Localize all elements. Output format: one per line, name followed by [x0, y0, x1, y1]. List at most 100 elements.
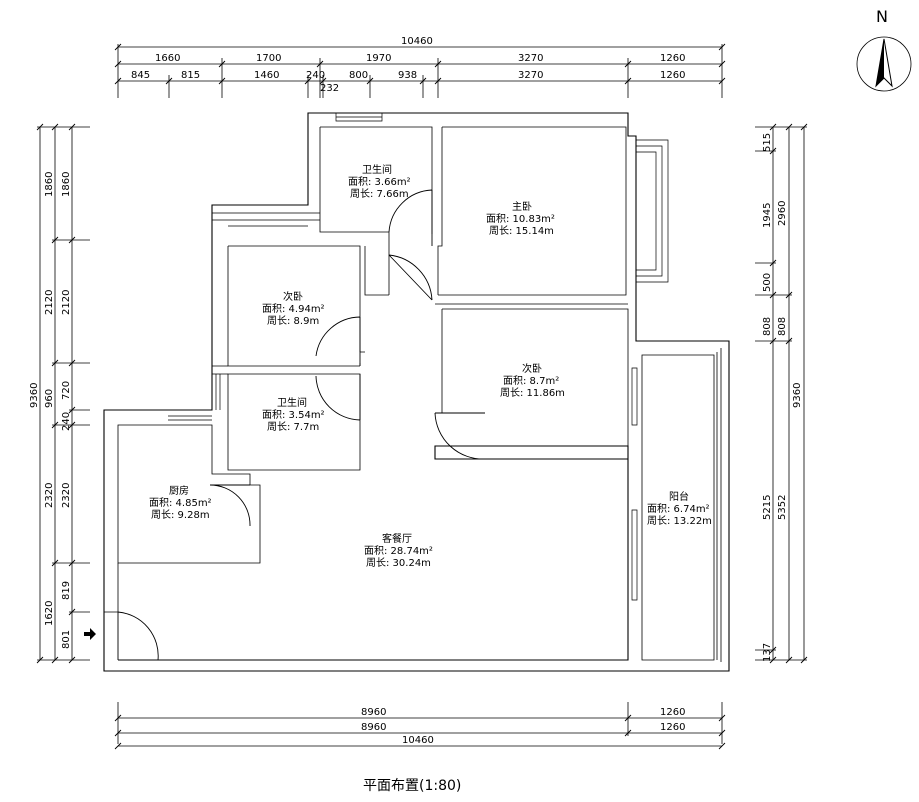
- room-perimeter: 周长: 9.28m: [151, 509, 210, 521]
- dim-left-3: 960: [44, 389, 55, 408]
- dim-top-r2-7: 3270: [518, 70, 543, 81]
- entry-arrow-icon: [84, 628, 96, 640]
- entry-wall: [104, 563, 119, 613]
- dim-top-4: 3270: [518, 53, 543, 64]
- window-bedroom-left: [212, 212, 320, 227]
- room-bedroom-right: 次卧 面积: 8.7m² 周长: 11.86m: [500, 362, 565, 399]
- kitchen-wall: [117, 424, 261, 564]
- room-name: 客餐厅: [382, 532, 412, 545]
- dim-left-total: 9360: [29, 383, 40, 408]
- dim-top-total: 10460: [401, 36, 433, 47]
- room-name: 厨房: [169, 484, 189, 497]
- room-area: 面积: 4.85m²: [149, 497, 212, 509]
- dim-bottom-total: 10460: [402, 735, 434, 746]
- door-bathroom-bottom: [315, 374, 361, 421]
- dim-right-c2-6: 137: [762, 643, 773, 662]
- door-top-bath: [388, 189, 433, 246]
- room-living-dining: 客餐厅 面积: 28.74m² 周长: 30.24m: [364, 532, 433, 569]
- dim-left-c2-3: 720: [61, 381, 72, 400]
- outer-wall: [103, 112, 730, 672]
- window-top-bath: [335, 113, 383, 122]
- dim-left-c2-1: 1860: [61, 172, 72, 197]
- dim-top-extra: 232: [320, 83, 339, 94]
- dimensions-left: 9360 1860 2120 960 2320 1620 1860 2120 7…: [29, 123, 90, 664]
- dimensions-top: 10460 1660 1700 1970 3270 1260 845 815 1…: [114, 36, 726, 98]
- room-area: 面积: 4.94m²: [262, 303, 325, 315]
- room-kitchen: 厨房 面积: 4.85m² 周长: 9.28m: [149, 484, 212, 521]
- bathroom-top-wall: [319, 126, 433, 295]
- room-perimeter: 周长: 7.7m: [267, 421, 319, 433]
- room-perimeter: 周长: 15.14m: [489, 225, 554, 237]
- dimensions-bottom: 8960 1260 8960 1260 10460: [114, 702, 726, 750]
- room-area: 面积: 10.83m²: [486, 213, 555, 225]
- dim-right-c2-4: 808: [762, 317, 773, 336]
- room-name: 次卧: [522, 362, 542, 375]
- doors: [84, 189, 486, 661]
- door-bedroom-right: [434, 412, 486, 460]
- dim-right-1: 2960: [777, 201, 788, 226]
- door-kitchen: [209, 484, 251, 527]
- dim-top-r2-5: 800: [349, 70, 368, 81]
- plan-title: 平面布置(1:80): [363, 778, 461, 794]
- balcony-rail: [716, 348, 722, 662]
- dim-right-c2-1: 515: [762, 133, 773, 152]
- room-area: 面积: 28.74m²: [364, 545, 433, 557]
- dim-left-5: 1620: [44, 601, 55, 626]
- room-perimeter: 周长: 11.86m: [500, 387, 565, 399]
- room-master-bedroom: 主卧 面积: 10.83m² 周长: 15.14m: [486, 200, 555, 237]
- dim-top-r2-8: 1260: [660, 70, 685, 81]
- dim-left-c2-5: 2320: [61, 483, 72, 508]
- walls: [103, 112, 730, 672]
- master-bedroom-wall: [437, 126, 627, 296]
- dim-left-c2-6: 819: [61, 581, 72, 600]
- balcony-wall: [641, 354, 715, 661]
- dim-top-5: 1260: [660, 53, 685, 64]
- dim-right-total: 9360: [792, 383, 803, 408]
- window-bathroom-bottom: [215, 374, 221, 410]
- room-area: 面积: 8.7m²: [503, 375, 559, 387]
- room-area: 面积: 3.66m²: [348, 176, 411, 188]
- window-living: [631, 509, 638, 601]
- dim-left-c2-4: 240: [61, 412, 72, 431]
- room-area: 面积: 6.74m²: [647, 503, 710, 515]
- room-name: 阳台: [669, 490, 689, 503]
- dim-right-3: 5352: [777, 495, 788, 520]
- window-master-bay: [636, 139, 669, 283]
- north-circle: [856, 36, 912, 92]
- dim-bottom-2: 1260: [660, 707, 685, 718]
- door-entry: [117, 611, 159, 661]
- dim-top-2: 1700: [256, 53, 281, 64]
- dim-bottom-4: 1260: [660, 722, 685, 733]
- north-label: N: [876, 7, 888, 26]
- bedroom-right-wall: [435, 303, 629, 447]
- room-name: 卫生间: [362, 163, 392, 176]
- dim-left-c2-7: 801: [61, 630, 72, 649]
- dim-left-c2-2: 2120: [61, 290, 72, 315]
- room-area: 面积: 3.54m²: [262, 409, 325, 421]
- dim-top-r2-2: 815: [181, 70, 200, 81]
- bathroom-bottom-wall: [227, 373, 361, 471]
- room-perimeter: 周长: 13.22m: [647, 515, 712, 527]
- room-perimeter: 周长: 30.24m: [366, 557, 431, 569]
- room-labels: 卫生间 面积: 3.66m² 周长: 7.66m 主卧 面积: 10.83m² …: [149, 163, 712, 569]
- dim-right-2: 808: [777, 317, 788, 336]
- door-bedroom-left: [315, 316, 361, 366]
- dim-top-3: 1970: [366, 53, 391, 64]
- bathroom-bottom-divider: [212, 365, 228, 375]
- dim-bottom-3: 8960: [361, 722, 386, 733]
- dim-left-2: 2120: [44, 290, 55, 315]
- window-bedroom-right: [631, 367, 638, 426]
- room-name: 次卧: [283, 290, 303, 303]
- dim-right-c2-5: 5215: [762, 495, 773, 520]
- windows: [168, 113, 669, 601]
- dim-right-c2-2: 1945: [762, 203, 773, 228]
- corridor-wall: [364, 246, 389, 296]
- dim-top-1: 1660: [155, 53, 180, 64]
- room-balcony: 阳台 面积: 6.74m² 周长: 13.22m: [647, 490, 712, 527]
- north-arrow-fill: [876, 39, 884, 86]
- north-arrow: N: [856, 7, 912, 92]
- dim-top-r2-6: 938: [398, 70, 417, 81]
- dim-right-c2-3: 500: [762, 273, 773, 292]
- room-bathroom-top: 卫生间 面积: 3.66m² 周长: 7.66m: [348, 163, 411, 200]
